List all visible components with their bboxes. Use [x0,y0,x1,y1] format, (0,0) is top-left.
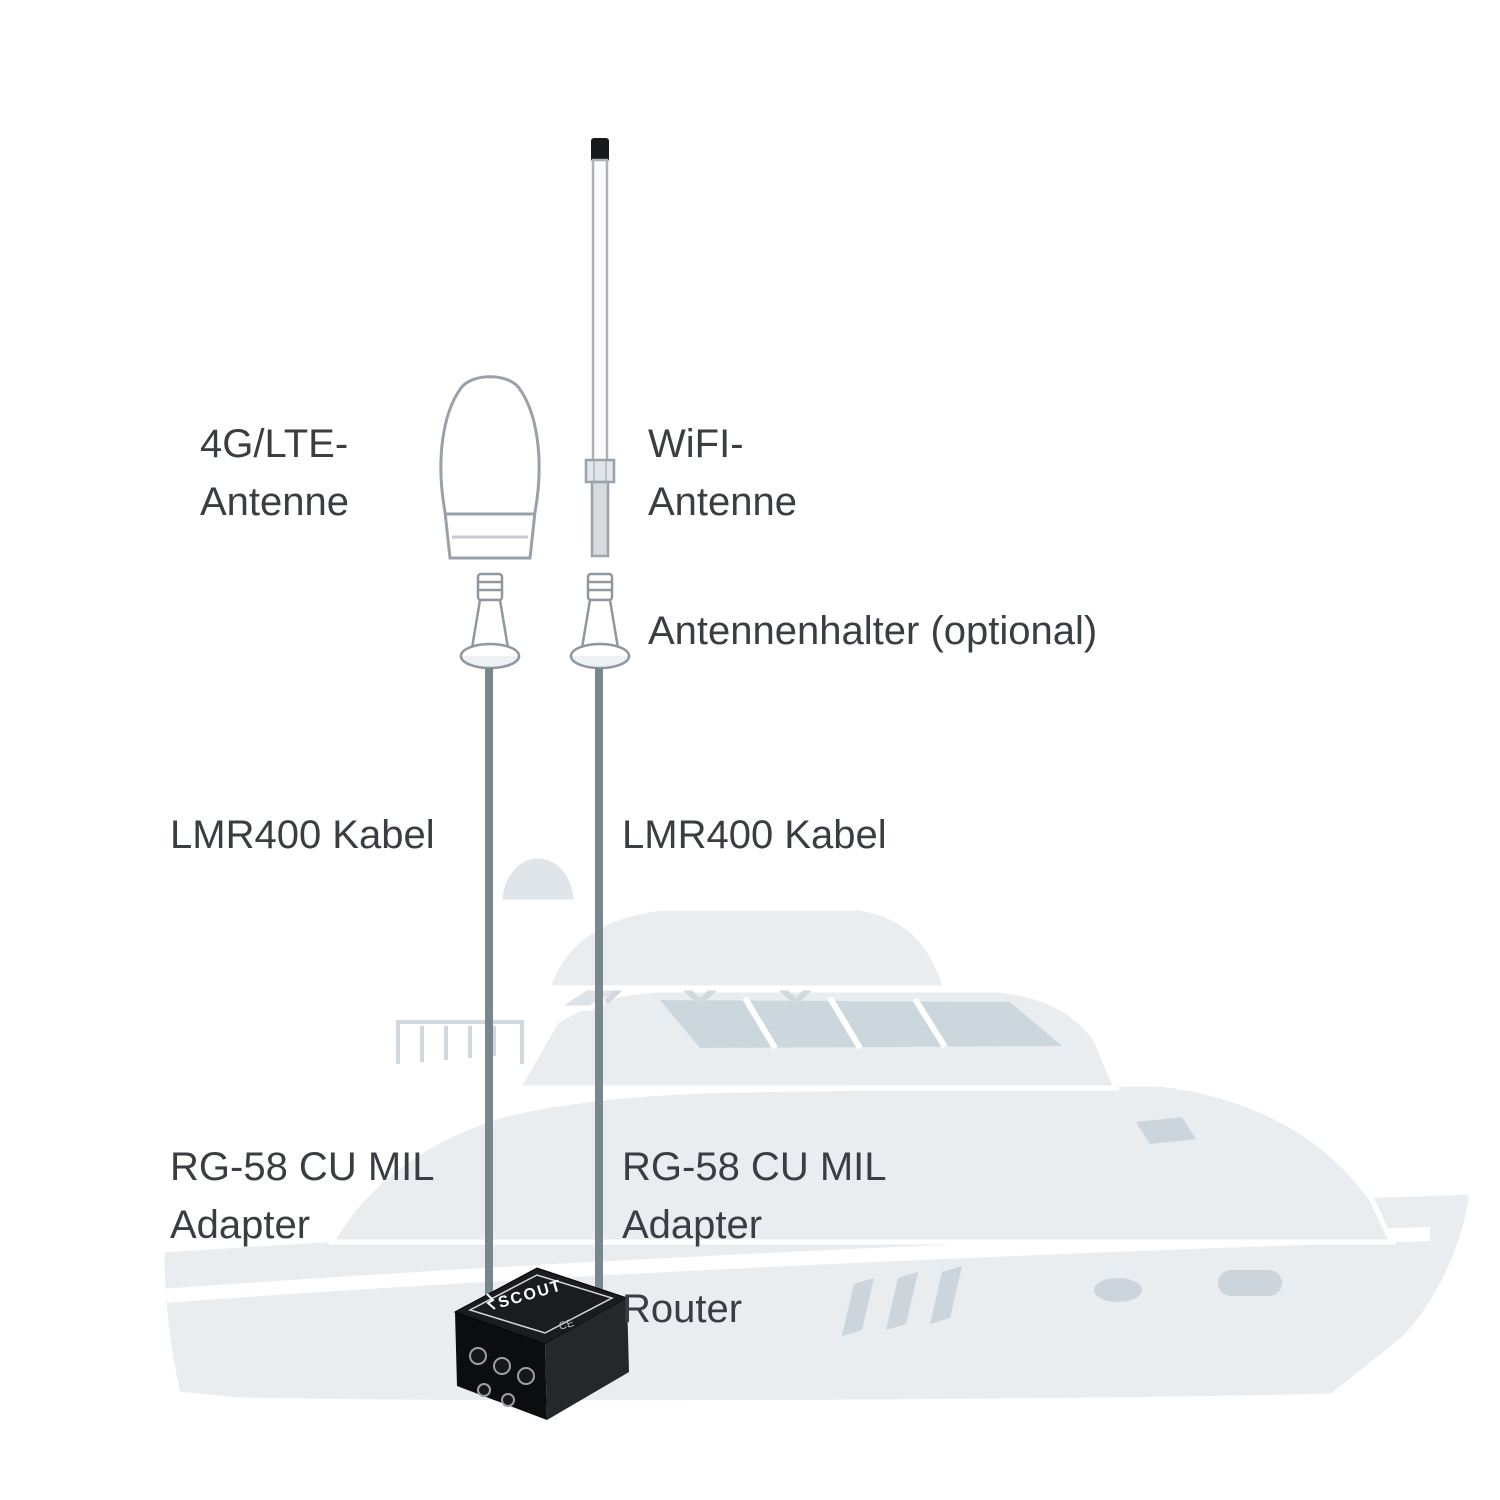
router-ports [469,1347,535,1407]
yacht-windows-band [660,1000,1062,1048]
router-logo-icon [486,1293,496,1310]
label-lte-antenna: 4G/LTE- Antenne [200,415,349,531]
router-ce-mark: CE [558,1317,576,1333]
yacht-illustration [159,853,1475,1406]
label-wifi-antenna-line2: Antenne [648,480,798,524]
label-adapter-right: RG-58 CU MIL Adapter [622,1138,887,1254]
lte-antenna [439,375,541,560]
router-device: SCOUT CE [453,1267,629,1420]
yacht-railing [396,1020,524,1064]
label-cable-left: LMR400 Kabel [170,813,435,857]
label-antenna-holder: Antennenhalter (optional) [648,609,1098,653]
antenna-mount-left [459,572,521,670]
router-side-face [545,1298,629,1420]
yacht-window-separators [742,996,948,1050]
wifi-antenna-rod [591,158,609,464]
wifi-antenna-tip [591,138,609,162]
label-cable-right: LMR400 Kabel [622,813,887,857]
label-router: Router [622,1287,743,1331]
wifi-antenna-shaft [590,480,610,558]
antenna-mount-right [569,572,631,670]
label-wifi-antenna: WiFI- Antenne [648,415,797,531]
label-wifi-antenna-line1: WiFI- [648,422,744,466]
label-lte-antenna-line2: Antenne [200,480,350,524]
router-top-border [468,1274,614,1334]
label-adapter-left-line2: Adapter [170,1203,311,1247]
label-lte-antenna-line1: 4G/LTE- [200,422,349,466]
label-adapter-left: RG-58 CU MIL Adapter [170,1138,435,1254]
label-adapter-left-line1: RG-58 CU MIL [170,1145,435,1189]
label-adapter-right-line1: RG-58 CU MIL [622,1145,887,1189]
yacht-hardtop [544,905,950,991]
lte-antenna-radome [439,375,541,560]
wifi-antenna-ferrule [584,458,616,484]
yacht-radome [497,853,579,905]
yacht-hull-details [842,1117,1282,1336]
wifi-antenna [584,138,616,558]
label-adapter-right-line2: Adapter [622,1203,763,1247]
